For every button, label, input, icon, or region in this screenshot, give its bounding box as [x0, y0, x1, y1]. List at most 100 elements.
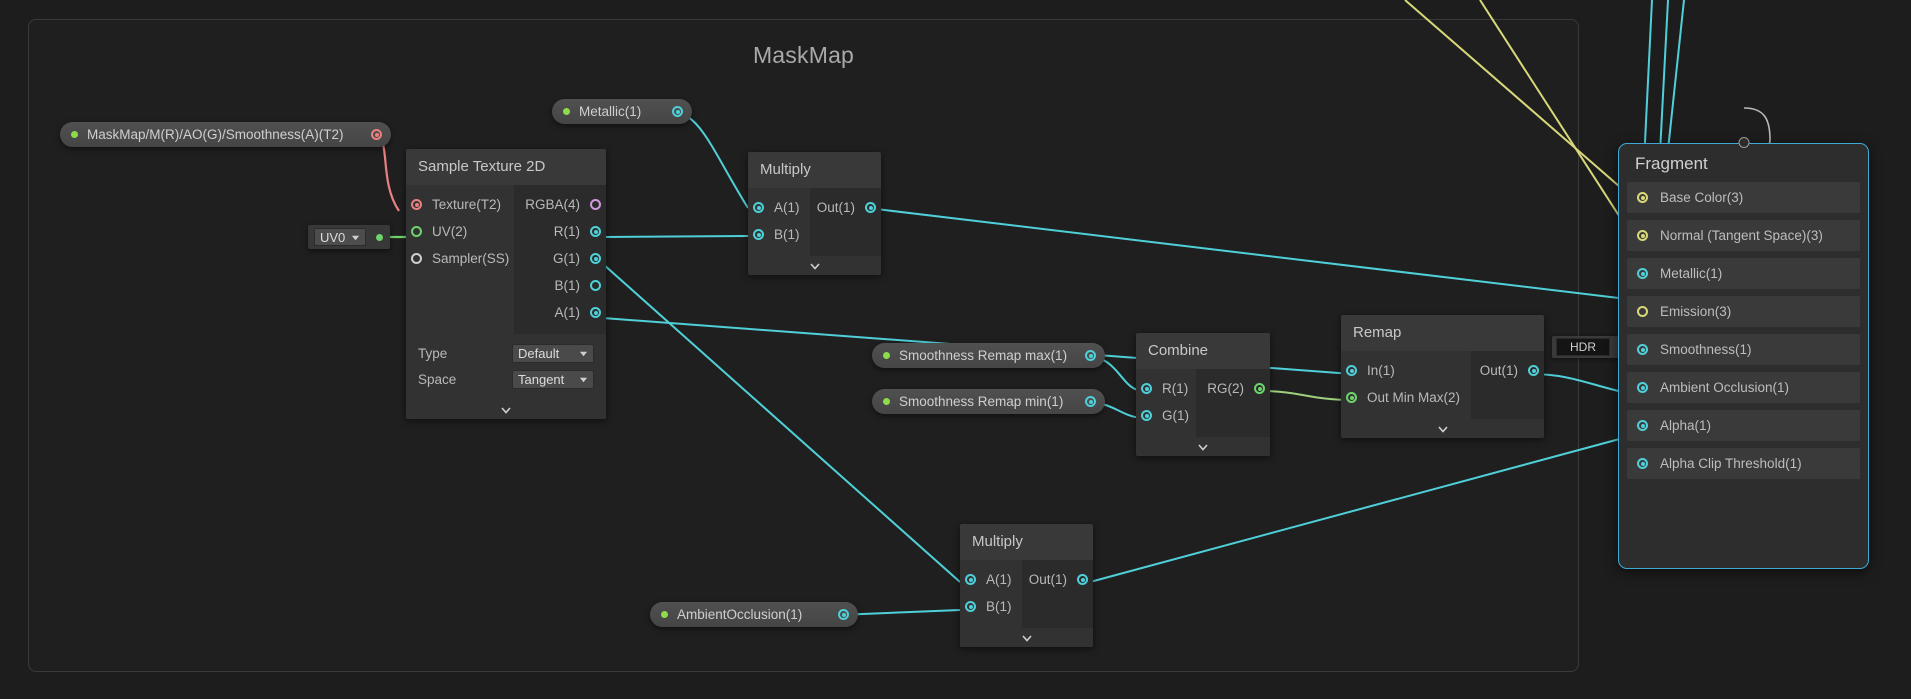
remap-node[interactable]: Remap In(1) Out Min Max(2) Out(1) [1341, 315, 1544, 438]
uv-output-port[interactable] [376, 233, 383, 241]
node-ports: A(1) B(1) Out(1) [748, 188, 881, 256]
port-sampler[interactable]: Sampler(SS) [406, 245, 514, 272]
multiply-metallic-node[interactable]: Multiply A(1) B(1) Out(1) [748, 152, 881, 275]
block-alpha[interactable]: Alpha(1) [1627, 410, 1860, 441]
float-output-port[interactable] [838, 609, 849, 620]
sample-texture-2d-node[interactable]: Sample Texture 2D Texture(T2) UV(2) Samp… [406, 149, 606, 419]
port-a[interactable]: A(1) [514, 299, 606, 326]
node-collapse-bar[interactable] [1341, 419, 1544, 438]
node-collapse-bar[interactable] [1136, 437, 1270, 456]
type-dropdown[interactable]: Default [512, 343, 594, 363]
block-smoothness[interactable]: Smoothness(1) [1627, 334, 1860, 365]
port-slot-icon[interactable] [411, 199, 422, 210]
ambient-occlusion-property-node[interactable]: AmbientOcclusion(1) [650, 602, 858, 627]
node-collapse-bar[interactable] [960, 628, 1093, 647]
node-collapse-bar[interactable] [748, 256, 881, 275]
port-a[interactable]: A(1) [960, 566, 1022, 593]
port-slot-icon[interactable] [1637, 458, 1648, 469]
port-slot-icon[interactable] [1637, 420, 1648, 431]
smoothness-remap-max-property-node[interactable]: Smoothness Remap max(1) [872, 343, 1105, 368]
output-ports: RG(2) [1196, 369, 1270, 437]
setting-label: Type [418, 345, 448, 361]
port-r[interactable]: R(1) [1136, 375, 1196, 402]
port-rgba[interactable]: RGBA(4) [514, 191, 606, 218]
space-dropdown[interactable]: Tangent [512, 369, 594, 389]
port-slot-icon[interactable] [1528, 365, 1539, 376]
port-slot-icon[interactable] [590, 253, 601, 264]
block-ambient-occlusion[interactable]: Ambient Occlusion(1) [1627, 372, 1860, 403]
float-output-port[interactable] [672, 106, 683, 117]
port-rg[interactable]: RG(2) [1196, 375, 1270, 402]
port-g[interactable]: G(1) [1136, 402, 1196, 429]
port-slot-icon[interactable] [1637, 306, 1648, 317]
port-b[interactable]: B(1) [514, 272, 606, 299]
metallic-property-node[interactable]: Metallic(1) [552, 99, 692, 124]
port-slot-icon[interactable] [1637, 230, 1648, 241]
port-b[interactable]: B(1) [960, 593, 1022, 620]
port-slot-icon[interactable] [965, 574, 976, 585]
port-slot-icon[interactable] [865, 202, 876, 213]
port-uv[interactable]: UV(2) [406, 218, 514, 245]
block-metallic[interactable]: Metallic(1) [1627, 258, 1860, 289]
combine-node[interactable]: Combine R(1) G(1) RG(2) [1136, 333, 1270, 456]
master-node-title[interactable]: Fragment [1635, 154, 1708, 173]
port-in[interactable]: In(1) [1341, 357, 1471, 384]
port-b[interactable]: B(1) [748, 221, 810, 248]
block-base-color[interactable]: Base Color(3) [1627, 182, 1860, 213]
port-slot-icon[interactable] [411, 226, 422, 237]
port-a[interactable]: A(1) [748, 194, 810, 221]
port-slot-icon[interactable] [1141, 410, 1152, 421]
float-output-port[interactable] [1085, 350, 1096, 361]
uv-channel-dropdown[interactable]: UV0 [314, 228, 366, 246]
port-slot-icon[interactable] [1637, 192, 1648, 203]
port-slot-icon[interactable] [590, 307, 601, 318]
block-alpha-clip-threshold[interactable]: Alpha Clip Threshold(1) [1627, 448, 1860, 479]
node-title[interactable]: Multiply [960, 524, 1093, 560]
multiply-ao-node[interactable]: Multiply A(1) B(1) Out(1) [960, 524, 1093, 647]
port-out[interactable]: Out(1) [1022, 566, 1093, 593]
setting-space[interactable]: Space Tangent [418, 366, 594, 392]
port-r[interactable]: R(1) [514, 218, 606, 245]
hdr-color-node[interactable]: HDR [1552, 336, 1630, 358]
port-slot-icon[interactable] [1637, 382, 1648, 393]
port-slot-icon[interactable] [1077, 574, 1088, 585]
port-slot-icon[interactable] [1141, 383, 1152, 394]
node-title[interactable]: Combine [1136, 333, 1270, 369]
uv-channel-value: UV0 [320, 229, 346, 245]
node-title[interactable]: Sample Texture 2D [406, 149, 606, 185]
port-slot-icon[interactable] [1346, 365, 1357, 376]
group-title[interactable]: MaskMap [752, 42, 855, 68]
port-slot-icon[interactable] [753, 202, 764, 213]
port-label: Texture(T2) [432, 197, 502, 212]
texture-output-port[interactable] [371, 129, 382, 140]
port-out[interactable]: Out(1) [1471, 357, 1544, 384]
port-slot-icon[interactable] [590, 226, 601, 237]
float-output-port[interactable] [1085, 396, 1096, 407]
uv-channel-node[interactable]: UV0 [308, 225, 390, 249]
port-slot-icon[interactable] [965, 601, 976, 612]
hdr-badge[interactable]: HDR [1556, 338, 1610, 356]
port-slot-icon[interactable] [1637, 344, 1648, 355]
port-slot-icon[interactable] [1254, 383, 1265, 394]
smoothness-remap-min-property-node[interactable]: Smoothness Remap min(1) [872, 389, 1105, 414]
port-slot-icon[interactable] [1346, 392, 1357, 403]
port-slot-icon[interactable] [590, 199, 601, 210]
node-collapse-bar[interactable] [406, 400, 606, 419]
maskmap-property-node[interactable]: MaskMap/M(R)/AO(G)/Smoothness(A)(T2) [60, 122, 391, 147]
port-texture[interactable]: Texture(T2) [406, 191, 514, 218]
setting-type[interactable]: Type Default [418, 340, 594, 366]
port-slot-icon[interactable] [1637, 268, 1648, 279]
port-out-min-max[interactable]: Out Min Max(2) [1341, 384, 1471, 411]
node-title[interactable]: Multiply [748, 152, 881, 188]
port-slot-icon[interactable] [753, 229, 764, 240]
port-g[interactable]: G(1) [514, 245, 606, 272]
block-emission[interactable]: Emission(3) [1627, 296, 1860, 327]
fragment-master-node[interactable]: Fragment Base Color(3) Normal (Tangent S… [1618, 137, 1869, 569]
port-slot-icon[interactable] [411, 253, 422, 264]
block-normal-tangent-space[interactable]: Normal (Tangent Space)(3) [1627, 220, 1860, 251]
port-out[interactable]: Out(1) [810, 194, 881, 221]
node-title[interactable]: Remap [1341, 315, 1544, 351]
master-collapse-handle[interactable] [1738, 137, 1749, 148]
port-slot-icon[interactable] [590, 280, 601, 291]
